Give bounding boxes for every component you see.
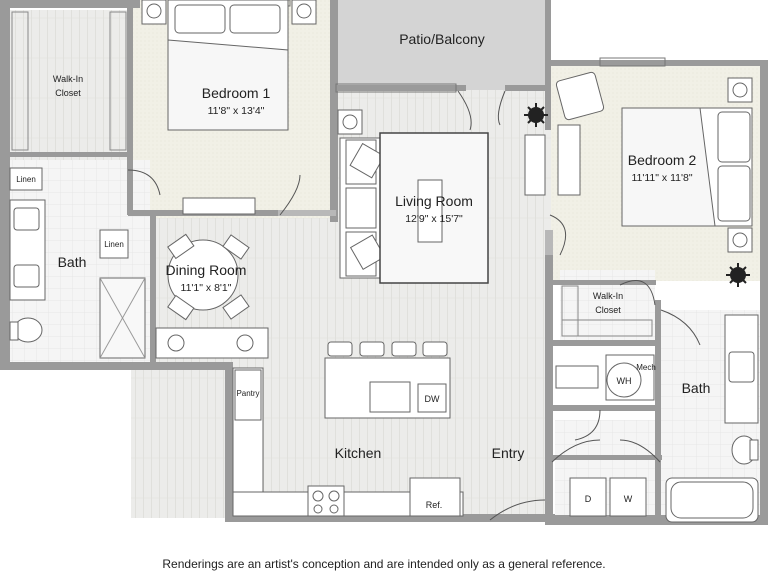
bedroom-2-name: Bedroom 2 [628,152,697,168]
mech-area [555,354,655,401]
patio-label: Patio/Balcony [399,31,485,47]
bath-1-fixtures [9,167,146,359]
dresser-1 [182,197,256,215]
bath-1-label: Bath [58,254,87,270]
bath-2-fixtures [665,314,759,523]
walk-in-closet-1 [11,11,127,151]
walk-in-closet-2 [561,285,653,337]
dryer-label: D [585,494,592,504]
bedroom-1-dims: 11'8" x 13'4" [208,105,265,117]
end-table [337,109,363,135]
ref-label: Ref. [426,500,443,510]
kitchen-label: Kitchen [335,445,382,461]
walkin-2-line2: Closet [595,305,621,315]
walls [0,0,768,525]
laundry [569,477,647,517]
patio-area [336,0,547,90]
bed-1 [141,0,317,131]
dining-table [167,233,250,321]
plant-icon [524,103,548,127]
living-room-dims: 12'9" x 15'7" [405,213,463,225]
kitchen-island [324,341,451,419]
dw-label: DW [425,394,440,404]
entry-label: Entry [492,445,525,461]
dining-room-name: Dining Room [166,262,247,278]
bath-2-label: Bath [682,380,711,396]
sideboard [155,327,269,359]
walkin-2-line1: Walk-In [593,291,623,301]
bedroom-1-name: Bedroom 1 [202,85,271,101]
pantry-label: Pantry [236,389,259,398]
tv-console [524,134,546,196]
kitchen-counter [232,367,464,517]
walkin-1-line1: Walk-In [53,74,83,84]
disclaimer-text: Renderings are an artist's conception an… [162,557,606,571]
doors [127,90,701,521]
mech-label: Mech [636,363,656,372]
sofa [339,137,391,279]
washer-label: W [624,494,633,504]
bed-2 [621,77,753,253]
coffee-table [417,179,443,243]
walkin-1-line2: Closet [55,88,81,98]
dining-room-dims: 11'1" x 8'1" [181,282,232,294]
dresser-2 [557,124,581,196]
plant-icon [726,263,750,287]
linen-1-label: Linen [16,175,36,184]
wh-label: WH [617,376,632,386]
armchair [555,71,605,121]
bedroom-2-dims: 11'11" x 11'8" [631,172,692,184]
living-room-name: Living Room [395,193,473,209]
linen-2-label: Linen [104,240,124,249]
labels: Patio/Balcony Bedroom 1 11'8" x 13'4" Wa… [16,31,710,510]
